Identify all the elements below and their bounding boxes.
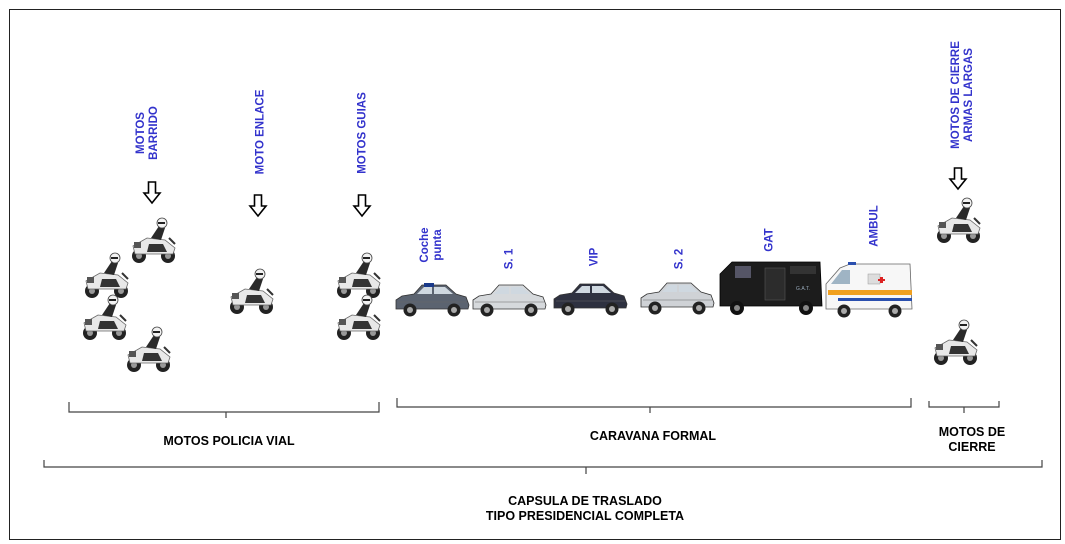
gat-door-text: G.A.T. <box>796 286 810 292</box>
motorcycle-icon <box>126 326 171 373</box>
label-coche-punta: Coche punta <box>419 227 444 263</box>
bracket-caravana <box>396 398 912 413</box>
sedan-icon <box>553 283 628 316</box>
bracket-capsula <box>43 460 1043 474</box>
arrow-down-icon <box>353 194 371 217</box>
sedan-icon <box>472 284 547 317</box>
motorcycle-icon <box>229 268 274 315</box>
motorcycle-icon <box>936 197 981 244</box>
motorcycle-icon <box>82 294 127 341</box>
label-motos-cierre: MOTOS DE CIERRE ARMAS LARGAS <box>950 41 975 149</box>
group-label-cierre: MOTOS DE CIERRE <box>938 425 1006 454</box>
arrow-down-icon <box>143 181 161 204</box>
label-motos-barrido: MOTOS BARRIDO <box>135 106 160 160</box>
label-s1: S. 1 <box>503 248 516 270</box>
ambulance-icon <box>825 262 913 318</box>
label-ambul: AMBUL <box>868 205 881 247</box>
label-s2: S. 2 <box>673 248 686 270</box>
motorcycle-icon <box>336 294 381 341</box>
group-label-policia-vial: MOTOS POLICIA VIAL <box>163 434 295 448</box>
label-gat: GAT <box>763 228 776 252</box>
van-icon: G.A.T. <box>719 261 823 315</box>
motorcycle-icon <box>131 217 176 264</box>
bracket-cierre <box>928 401 1000 413</box>
motorcycle-icon <box>336 252 381 299</box>
label-vip: VIP <box>588 247 601 267</box>
group-label-capsula: CAPSULA DE TRASLADO TIPO PRESIDENCIAL CO… <box>485 494 685 523</box>
sedan-icon <box>395 283 470 317</box>
label-moto-enlace: MOTO ENLACE <box>254 89 267 175</box>
sedan-icon <box>640 282 715 315</box>
group-label-caravana: CARAVANA FORMAL <box>589 429 717 443</box>
diagram-frame <box>9 9 1061 540</box>
motorcycle-icon <box>84 252 129 299</box>
arrow-down-icon <box>949 167 967 190</box>
label-motos-guias: MOTOS GUIAS <box>356 92 369 174</box>
arrow-down-icon <box>249 194 267 217</box>
bracket-policia-vial <box>68 402 380 418</box>
motorcycle-icon <box>933 319 978 366</box>
